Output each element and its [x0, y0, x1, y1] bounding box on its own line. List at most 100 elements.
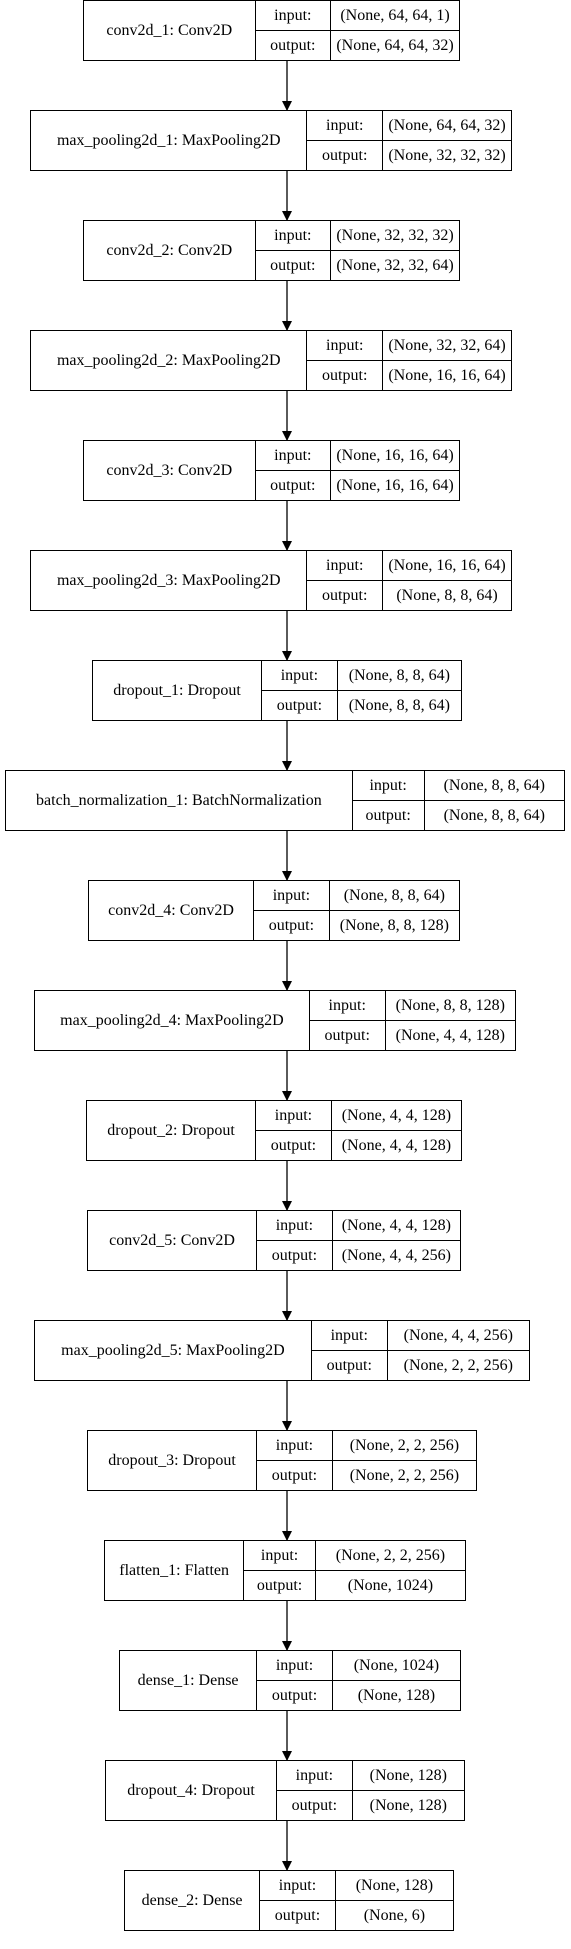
output-label: output: [276, 696, 323, 714]
io-labels: input:output: [257, 1431, 333, 1490]
input-shape: (None, 16, 16, 64) [383, 551, 511, 581]
shapes: (None, 128)(None, 6) [335, 1871, 453, 1930]
io-labels: input:output: [244, 1541, 316, 1600]
output-label: output: [271, 1246, 318, 1264]
output-label: output: [322, 146, 368, 164]
shapes: (None, 4, 4, 128) (None, 4, 4, 128) [331, 1101, 462, 1160]
shapes: (None, 1024) (None, 128) [332, 1651, 460, 1710]
output-shape: (None, 8, 8, 64) [396, 586, 498, 604]
shapes: (None, 8, 8, 64) (None, 8, 8, 64) [424, 771, 564, 830]
input-shape: (None, 4, 4, 128) [331, 1101, 462, 1131]
layer-name: flatten_1: Flatten [105, 1541, 245, 1600]
input-shape: (None, 1024) [332, 1651, 460, 1681]
io-labels: input: output: [307, 551, 383, 610]
output-label: output: [322, 366, 368, 384]
layer-name: dense_1: Dense [120, 1651, 258, 1710]
input-label: input: [307, 111, 382, 141]
io-labels: input: output: [307, 111, 383, 170]
output-label: output: [256, 1576, 303, 1594]
io-labels: input: output: [257, 1651, 333, 1710]
input-label: input: [311, 1321, 387, 1351]
output-shape: (None, 4, 4, 256) [341, 1246, 451, 1264]
io-labels: input:output: [260, 1871, 336, 1930]
output-label: output: [324, 1026, 370, 1044]
output-label: output: [365, 806, 411, 824]
layer-name: max_pooling2d_5: MaxPooling2D [35, 1321, 312, 1380]
input-label: input: [352, 771, 424, 801]
io-labels: input: output: [311, 1321, 388, 1380]
output-shape: (None, 128) [369, 1796, 447, 1814]
input-label: input: [307, 331, 382, 361]
output-label: output: [271, 1686, 318, 1704]
input-shape: (None, 128) [352, 1761, 464, 1791]
output-shape: (None, 16, 16, 64) [336, 476, 454, 494]
io-labels: input:output: [309, 991, 386, 1050]
io-labels: input: output: [307, 331, 383, 390]
input-label: input: [257, 1651, 332, 1681]
output-label: output: [270, 1136, 317, 1154]
layer-name: conv2d_2: Conv2D [84, 221, 256, 280]
output-shape: (None, 32, 32, 64) [336, 256, 454, 274]
output-shape: (None, 16, 16, 64) [388, 366, 506, 384]
output-shape: (None, 4, 4, 128) [395, 1026, 505, 1044]
output-label: output: [268, 916, 315, 934]
output-label: output: [270, 476, 316, 494]
output-label: output: [291, 1796, 338, 1814]
output-shape: (None, 4, 4, 128) [341, 1136, 452, 1154]
shapes: (None, 32, 32, 64)(None, 16, 16, 64) [383, 331, 511, 390]
io-labels: input:output: [256, 1101, 332, 1160]
output-label: output: [322, 586, 368, 604]
output-label: output: [326, 1356, 372, 1374]
layer-name: batch_normalization_1: BatchNormalizatio… [6, 771, 353, 830]
shapes: (None, 16, 16, 64) (None, 16, 16, 64) [331, 441, 459, 500]
input-shape: (None, 8, 8, 64) [329, 881, 459, 911]
output-shape: (None, 64, 64, 32) [336, 36, 454, 54]
input-label: input: [257, 1431, 332, 1461]
layer-name: max_pooling2d_2: MaxPooling2D [31, 331, 308, 390]
shapes: (None, 4, 4, 128)(None, 4, 4, 256) [332, 1211, 460, 1270]
shapes: (None, 8, 8, 128) (None, 4, 4, 128) [385, 991, 516, 1050]
io-labels: input:output: [255, 221, 331, 280]
layer-name: dense_2: Dense [125, 1871, 261, 1930]
input-shape: (None, 8, 8, 64) [424, 771, 564, 801]
output-shape: (None, 1024) [347, 1576, 434, 1594]
input-label: input: [254, 881, 329, 911]
layer-name: conv2d_1: Conv2D [84, 1, 256, 60]
input-shape: (None, 2, 2, 256) [315, 1541, 465, 1571]
output-shape: (None, 2, 2, 256) [349, 1466, 460, 1484]
input-shape: (None, 128) [335, 1871, 453, 1901]
input-shape: (None, 16, 16, 64) [331, 441, 459, 471]
input-label: input: [255, 441, 330, 471]
layer-name: dropout_4: Dropout [106, 1761, 278, 1820]
output-shape: (None, 32, 32, 32) [388, 146, 506, 164]
output-label: output: [270, 256, 316, 274]
io-labels: input:output: [262, 661, 338, 720]
shapes: (None, 8, 8, 64)(None, 8, 8, 128) [329, 881, 459, 940]
io-labels: input: output: [352, 771, 425, 830]
layer-node-batch-normalization-1: batch_normalization_1: BatchNormalizatio… [5, 770, 565, 831]
input-shape: (None, 8, 8, 64) [337, 661, 461, 691]
output-shape: (None, 8, 8, 64) [443, 806, 545, 824]
input-label: input: [307, 551, 382, 581]
output-shape: (None, 2, 2, 256) [403, 1356, 513, 1374]
output-shape: (None, 128) [357, 1686, 436, 1704]
layer-name: dropout_2: Dropout [87, 1101, 257, 1160]
shapes: (None, 64, 64, 32)(None, 32, 32, 32) [383, 111, 511, 170]
layer-name: max_pooling2d_1: MaxPooling2D [31, 111, 308, 170]
input-shape: (None, 8, 8, 128) [385, 991, 516, 1021]
